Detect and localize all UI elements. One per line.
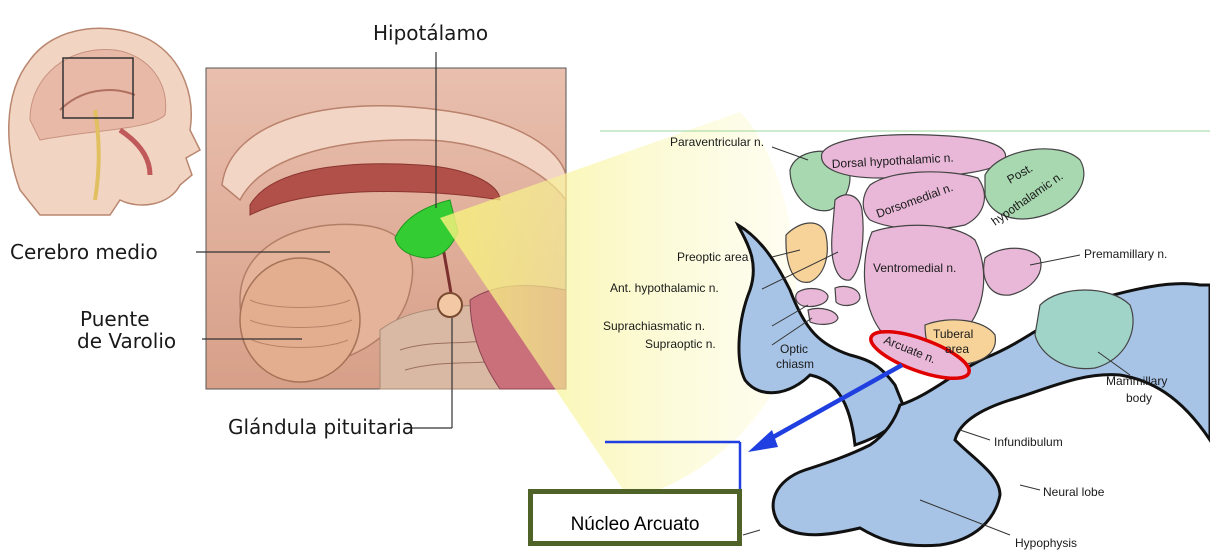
label-mammillary-body: body	[1126, 391, 1152, 405]
label-ventromedial: Ventromedial n.	[873, 261, 956, 275]
label-preoptic-area: Preoptic area	[677, 250, 749, 264]
label-tuberal-area: area	[945, 342, 969, 356]
label-glandula-pituitaria: Glándula pituitaria	[228, 415, 414, 439]
hypothalamic-nuclei	[738, 135, 1210, 546]
label-suprachiasmatic: Suprachiasmatic n.	[603, 319, 705, 333]
label-neural-lobe: Neural lobe	[1043, 485, 1105, 499]
label-premamillary: Premamillary n.	[1084, 247, 1167, 261]
callout-label: Núcleo Arcuato	[571, 514, 700, 536]
label-supraoptic: Supraoptic n.	[645, 337, 716, 351]
label-infundibulum: Infundibulum	[994, 435, 1063, 449]
label-puente: Puente	[80, 307, 150, 331]
label-optic: Optic	[780, 342, 808, 356]
label-hipotalamo: Hipotálamo	[373, 21, 488, 45]
label-chiasm: chiasm	[776, 357, 814, 371]
label-ant-hypothalamic: Ant. hypothalamic n.	[610, 281, 719, 295]
label-paraventricular: Paraventricular n.	[670, 135, 764, 149]
label-tuberal: Tuberal	[933, 327, 973, 341]
head-thumbnail	[9, 28, 200, 215]
label-mammillary: Mammillary	[1106, 374, 1167, 388]
nucleo-arcuato-callout: Núcleo Arcuato	[528, 489, 742, 546]
label-hypophysis: Hypophysis	[1015, 536, 1077, 550]
label-de-varolio: de Varolio	[77, 329, 176, 353]
label-cerebro-medio: Cerebro medio	[10, 240, 158, 264]
